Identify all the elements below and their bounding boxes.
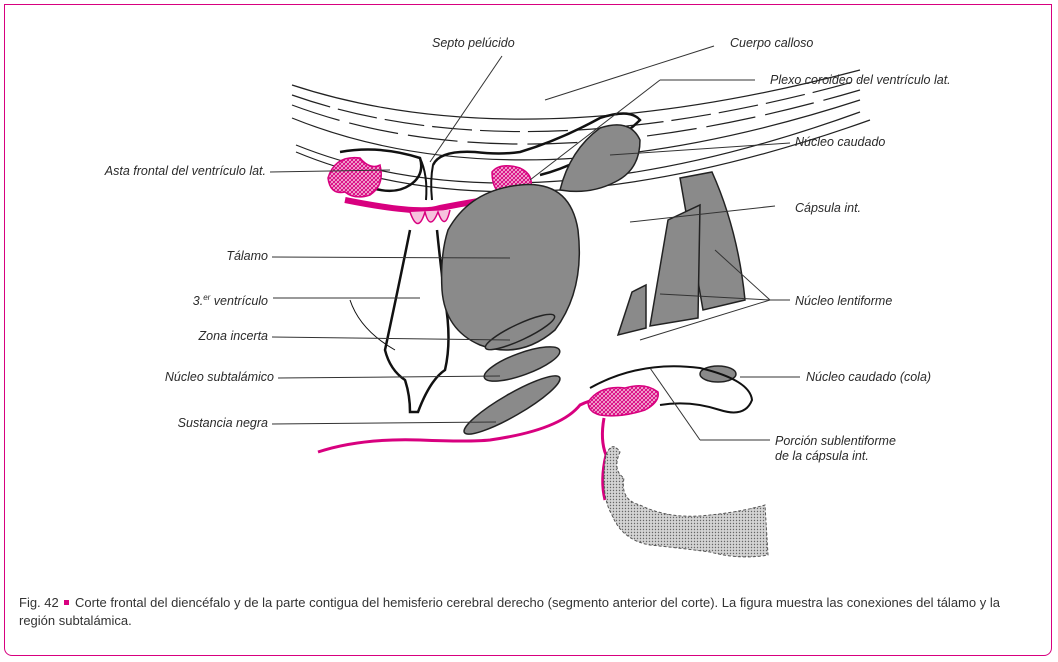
label-asta-frontal: Asta frontal del ventrículo lat. — [60, 164, 266, 179]
label-capsula-int: Cápsula int. — [795, 201, 861, 216]
septo-shape — [420, 158, 433, 200]
talamo-shape — [442, 185, 580, 350]
caption-prefix: Fig. 42 — [19, 595, 59, 610]
label-plexo: Plexo coroideo del ventrículo lat. — [770, 73, 951, 88]
label-zona-incerta: Zona incerta — [150, 329, 268, 344]
label-sustancia-negra: Sustancia negra — [120, 416, 268, 431]
label-nucleo-lentiforme: Núcleo lentiforme — [795, 294, 892, 309]
nucleo-lentiforme-shape — [618, 172, 745, 335]
label-nucleo-subtalamico: Núcleo subtalámico — [100, 370, 274, 385]
label-porcion-sublentiforme: Porción sublentiforme de la cápsula int. — [775, 434, 896, 464]
nucleo-caudado-shape — [560, 125, 640, 192]
caption-text: Corte frontal del diencéfalo y de la par… — [19, 595, 1000, 628]
label-tercer-ventriculo: 3.er ventrículo — [140, 290, 268, 309]
figure-caption: Fig. 42 Corte frontal del diencéfalo y d… — [19, 594, 1039, 630]
label-nucleo-caudado: Núcleo caudado — [795, 135, 885, 150]
label-septo: Septo pelúcido — [432, 36, 515, 51]
label-nucleo-caudado-cola: Núcleo caudado (cola) — [806, 370, 931, 385]
corteza-temporal — [604, 447, 768, 557]
label-talamo: Tálamo — [160, 249, 268, 264]
label-cuerpo-calloso: Cuerpo calloso — [730, 36, 813, 51]
caption-bullet — [64, 600, 69, 605]
